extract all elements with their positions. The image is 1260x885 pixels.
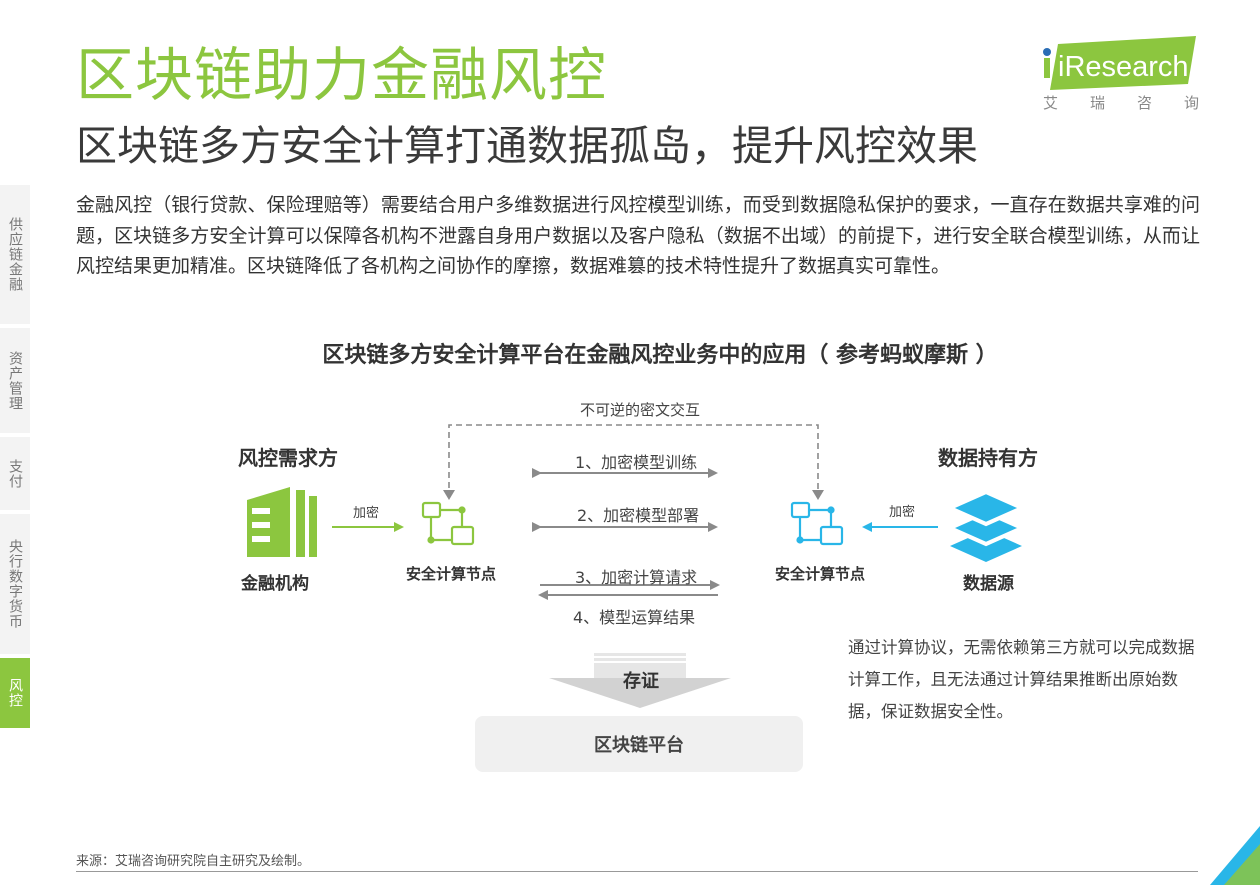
nav-item-asset-management[interactable]: 资产管理 — [0, 328, 30, 437]
data-layers-icon — [945, 489, 1027, 562]
secure-node-icon-right — [790, 501, 844, 546]
right-node-label: 安全计算节点 — [775, 565, 866, 583]
nav-item-supply-chain-finance[interactable]: 供应链金融 — [0, 185, 30, 328]
logo-cn-char: 瑞 — [1089, 94, 1105, 112]
left-node-label: 安全计算节点 — [406, 565, 497, 583]
evidence-arrow — [549, 653, 731, 708]
logo-cn-char: 询 — [1183, 94, 1199, 112]
logo-wordmark: iResearch — [1058, 51, 1189, 83]
page-title: 区块链助力金融风控 — [76, 41, 608, 109]
logo-cn-char: 咨 — [1136, 94, 1152, 112]
cipher-exchange-label: 不可逆的密文交互 — [580, 401, 701, 419]
nav-item-payment[interactable]: 支付 — [0, 437, 30, 514]
logo-cn-text: 艾 瑞 咨 询 — [1043, 92, 1199, 113]
footer-divider — [76, 871, 1198, 872]
secure-node-icon-left — [421, 501, 475, 546]
iresearch-logo: iResearch — [1043, 36, 1196, 90]
step-label-1: 1、加密模型训练 — [575, 453, 698, 472]
page-subtitle: 区块链多方安全计算打通数据孤岛，提升风控效果 — [76, 122, 978, 170]
intro-paragraph: 金融风控（银行贷款、保险理赔等）需要结合用户多维数据进行风控模型训练，而受到数据… — [76, 194, 1200, 277]
step-label-4: 4、模型运算结果 — [573, 608, 696, 627]
encrypt-label-left: 加密 — [353, 506, 380, 521]
step-label-2: 2、加密模型部署 — [577, 506, 700, 525]
nav-item-cbdc[interactable]: 央行数字货币 — [0, 514, 30, 658]
building-icon — [247, 487, 317, 557]
diagram-note: 通过计算协议，无需依赖第三方就可以完成数据计算工作，且无法通过计算结果推断出原始… — [848, 638, 1195, 721]
right-party-label: 数据持有方 — [938, 446, 1038, 470]
blockchain-platform-box: 区块链平台 — [475, 716, 803, 772]
cipher-exchange-path — [443, 424, 824, 500]
corner-decoration — [1210, 826, 1260, 885]
encrypt-label-right: 加密 — [889, 505, 916, 520]
step-label-3: 3、加密计算请求 — [575, 568, 698, 587]
left-party-label: 风控需求方 — [238, 446, 338, 470]
nav-item-risk-control[interactable]: 风控 — [0, 658, 30, 732]
diagram-title: 区块链多方安全计算平台在金融风控业务中的应用（ 参考蚂蚁摩斯 ） — [322, 343, 998, 368]
institution-label: 金融机构 — [241, 574, 309, 594]
data-source-label: 数据源 — [963, 574, 1014, 594]
logo-cn-char: 艾 — [1043, 94, 1059, 112]
source-note: 来源：艾瑞咨询研究院自主研究及绘制。 — [76, 854, 311, 869]
evidence-label: 存证 — [623, 671, 659, 692]
